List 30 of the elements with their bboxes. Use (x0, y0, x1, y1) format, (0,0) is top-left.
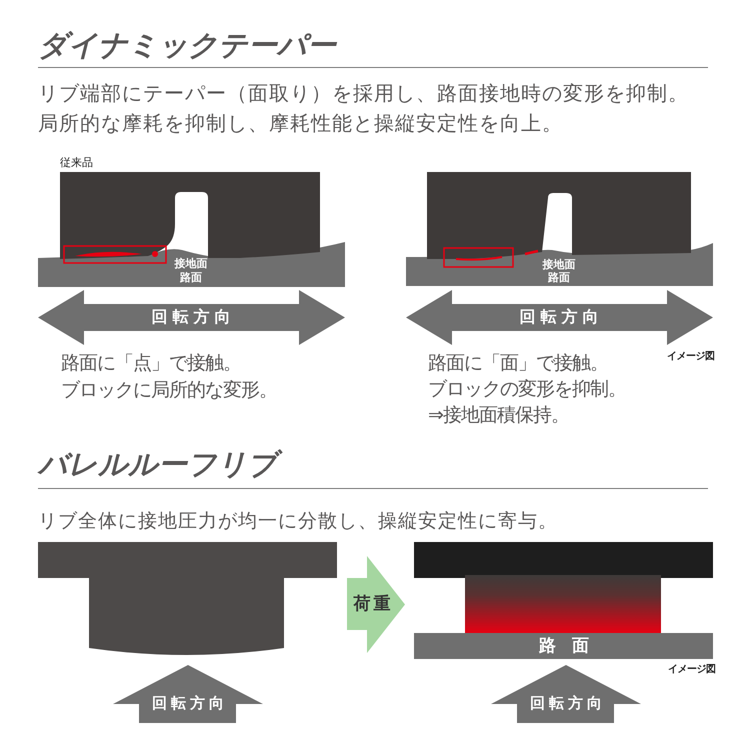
direction-label: 回転方向 (530, 693, 606, 713)
direction-label: 回転方向 (152, 307, 236, 327)
double-arrow (406, 290, 713, 345)
illustration-note: イメージ図 (667, 350, 714, 364)
direction-label: 回転方向 (520, 307, 604, 327)
road-label: 路面 (180, 271, 202, 285)
caption-text: ブロックに局所的な変形。 (61, 378, 277, 403)
contact-patch-label: 接地面 (542, 258, 576, 272)
section-heading: ダイナミックテーパー (38, 27, 338, 64)
road-surface (414, 633, 713, 659)
road-label: 路面 (548, 271, 570, 285)
load-label: 荷重 (354, 593, 394, 615)
road-label: 路面 (539, 635, 605, 657)
description-text: リブ全体に接地圧力が均一に分散し、操縦安定性に寄与。 (38, 509, 558, 533)
caption-text: ⇒接地面積保持。 (428, 403, 569, 428)
direction-label: 回転方向 (152, 693, 228, 713)
up-arrow (491, 665, 641, 723)
caption-text: ブロックの変形を抑制。 (428, 377, 626, 402)
caption-text: 路面に「点」で接触。 (61, 351, 241, 376)
section-heading: バレルルーフリブ (38, 445, 287, 483)
description-text: リブ端部にテーパー（面取り）を採用し、路面接地時の変形を抑制。局所的な摩耗を抑制し、摩耗性能と操縦安定性を向上。 (38, 80, 690, 137)
double-arrow (38, 290, 345, 345)
contact-patch-label: 接地面 (174, 257, 208, 271)
figure-label: 従来品 (60, 156, 93, 170)
load-arrow (347, 556, 405, 653)
road-surface (38, 242, 345, 287)
caption-text: 路面に「面」で接触。 (428, 351, 608, 376)
illustration-note: イメージ図 (668, 663, 716, 677)
up-arrow (113, 665, 263, 723)
road-surface (406, 243, 713, 286)
